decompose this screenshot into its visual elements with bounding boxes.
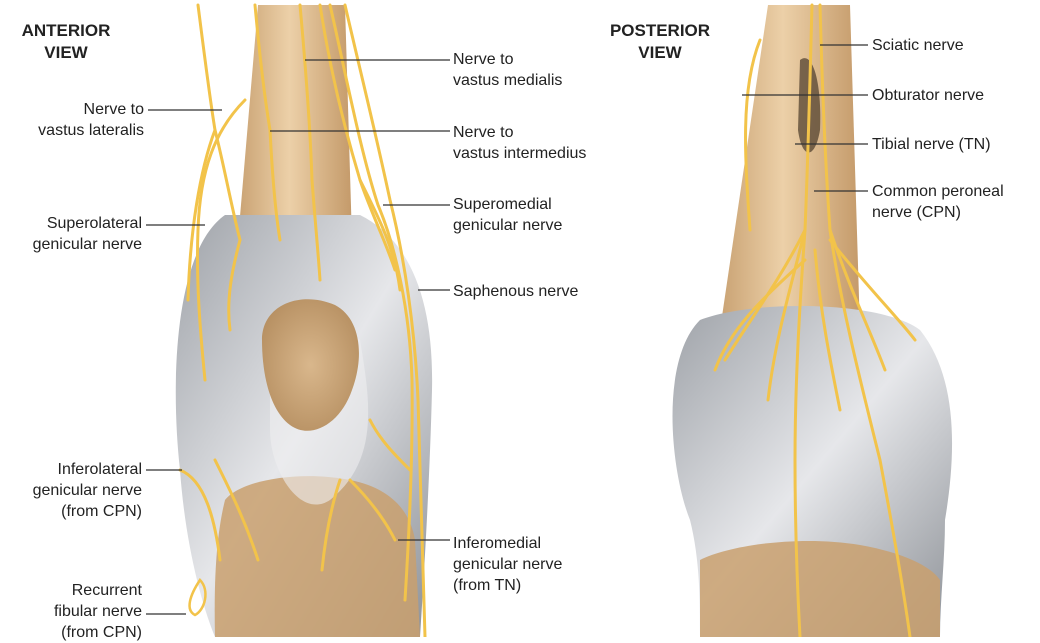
label-inferomedial-genicular-nerve: Inferomedial genicular nerve (from TN) [453,533,562,596]
label-nerve-to-vastus-intermedius: Nerve to vastus intermedius [453,122,586,164]
label-obturator-nerve: Obturator nerve [872,85,984,106]
label-recurrent-fibular-nerve: Recurrent fibular nerve (from CPN) [54,580,142,643]
anterior-femur [238,5,352,240]
label-saphenous-nerve: Saphenous nerve [453,281,578,302]
label-sciatic-nerve: Sciatic nerve [872,35,964,56]
anterior-view-title: ANTERIOR VIEW [16,20,116,64]
label-tibial-nerve: Tibial nerve (TN) [872,134,991,155]
label-superomedial-genicular-nerve: Superomedial genicular nerve [453,194,562,236]
label-nerve-to-vastus-medialis: Nerve to vastus medialis [453,49,562,91]
posterior-view-title: POSTERIOR VIEW [598,20,722,64]
label-superolateral-genicular-nerve: Superolateral genicular nerve [33,213,142,255]
anterior-knee-figure [176,5,432,637]
label-common-peroneal-nerve: Common peroneal nerve (CPN) [872,181,1004,223]
label-nerve-to-vastus-lateralis: Nerve to vastus lateralis [38,99,144,141]
label-inferolateral-genicular-nerve: Inferolateral genicular nerve (from CPN) [33,459,142,522]
